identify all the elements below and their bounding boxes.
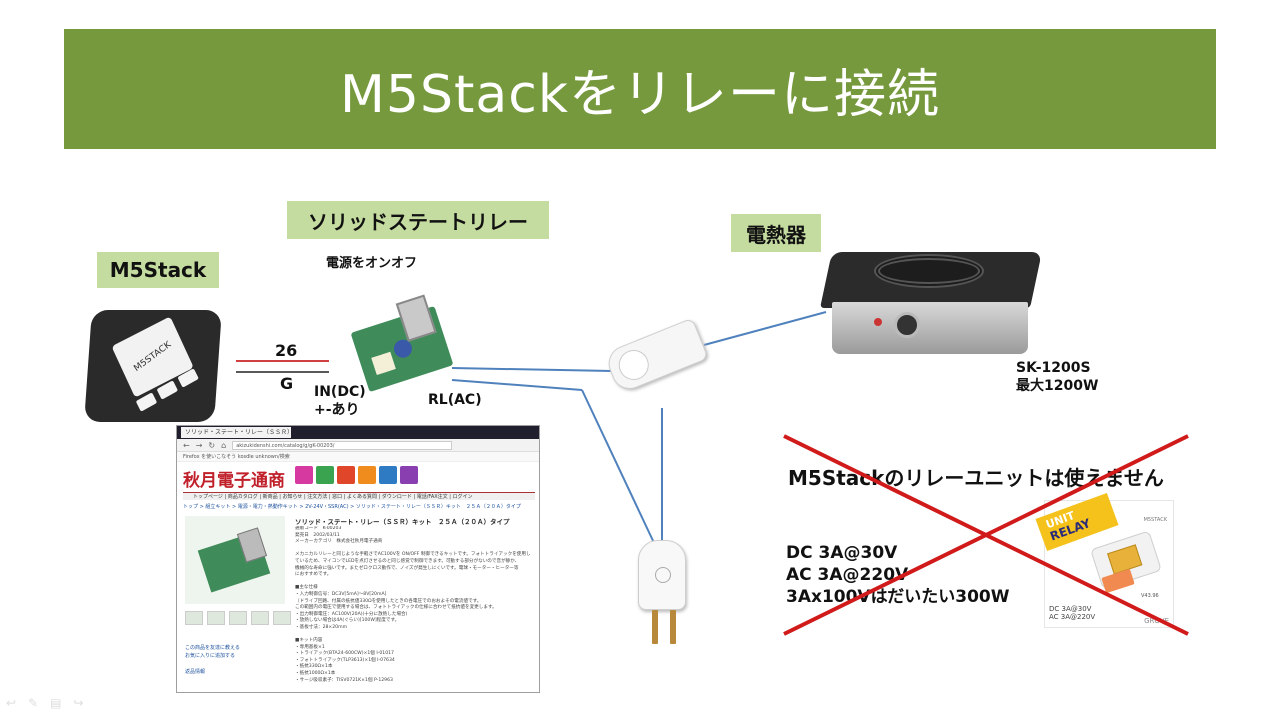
thumbnail[interactable] <box>273 611 291 625</box>
reload-icon[interactable]: ↻ <box>208 440 216 450</box>
ssr-label-text: ソリッドステートリレー <box>308 209 528 234</box>
product-description: 通販コード K-00203 発売日 2002/03/11 メーカーカテゴリ 株式… <box>295 526 531 683</box>
m5stack-label: M5Stack <box>97 252 219 288</box>
forward-arrow-icon[interactable]: → <box>195 440 203 450</box>
browser-nav-bar: ← → ↻ ⌂ akizukidenshi.com/catalog/g/gK-0… <box>177 439 539 452</box>
m5stack-screen-logo: M5STACK <box>132 340 173 374</box>
heater-model: SK-1200S 最大1200W <box>1016 360 1099 394</box>
slides-icon[interactable]: ▤ <box>50 696 62 710</box>
shop-menu[interactable]: トップページ | 商品カタログ | 新商品 | お知らせ | 注文方法 | 窓口… <box>183 492 535 500</box>
browser-bookmarks[interactable]: Firefox を使いこなそう kosdle unknown/検索 <box>177 452 539 462</box>
ssr-note: 電源をオンオフ <box>326 256 418 271</box>
m5stack-device-image: M5STACK <box>84 310 222 422</box>
shop-icon-bar <box>295 466 418 484</box>
thumbnail[interactable] <box>207 611 225 625</box>
relay-unit-version: V43.96 <box>1141 593 1159 599</box>
thumbnail[interactable] <box>185 611 203 625</box>
ssr-chip <box>371 351 396 376</box>
warning-title: M5Stackのリレーユニットは使えません <box>788 466 1164 490</box>
next-icon[interactable]: ↪ <box>73 696 84 710</box>
plug-prong-right <box>670 610 676 644</box>
product-thumbnails <box>185 611 291 625</box>
presentation-toolbar: ↩ ✎ ▤ ↪ <box>6 696 84 710</box>
heater-label-text: 電熱器 <box>746 222 806 247</box>
heater-image <box>820 252 1042 362</box>
m5stack-label-text: M5Stack <box>109 258 207 282</box>
browser-url-field[interactable]: akizukidenshi.com/catalog/g/gK-00203/ <box>232 440 453 450</box>
pin-g-label: G <box>280 374 294 393</box>
plug-prong-left <box>652 610 658 644</box>
product-title: ソリッド・ステート・リレー（ＳＳＲ）キット ２５Ａ（２０Ａ）タイプ <box>295 518 510 526</box>
power-plug-image <box>638 540 686 610</box>
pin-26-label: 26 <box>275 341 298 360</box>
shop-icon-1[interactable] <box>295 466 313 484</box>
product-photo <box>185 516 285 604</box>
shop-icon-2[interactable] <box>316 466 334 484</box>
power-plug-logo <box>655 567 671 583</box>
back-arrow-icon[interactable]: ← <box>183 440 190 450</box>
browser-tab[interactable]: ソリッド・ステート・リレー（ＳＳＲ）... <box>181 427 291 438</box>
pen-icon[interactable]: ✎ <box>28 696 39 710</box>
relay-unit-brand: M5STACK <box>1143 517 1167 523</box>
relay-unit-image: UNIT RELAY M5STACK V43.96 DC 3A@30V AC 3… <box>1035 493 1174 628</box>
browser-tab-bar: ソリッド・ステート・リレー（ＳＳＲ）... <box>177 426 539 439</box>
rl-ac-label: RL(AC) <box>428 392 482 408</box>
relay-unit-spec: DC 3A@30V AC 3A@220V <box>1049 605 1096 621</box>
shop-icon-6[interactable] <box>400 466 418 484</box>
shop-logo[interactable]: 秋月電子通商 <box>183 471 285 491</box>
outlet-socket-face <box>614 345 654 385</box>
shop-page-screenshot: ソリッド・ステート・リレー（ＳＳＲ）... ← → ↻ ⌂ akizukiden… <box>176 425 540 693</box>
relay-unit-grove: GROVE <box>1144 617 1169 625</box>
heater-knob <box>894 312 920 338</box>
warning-specs: DC 3A@30V AC 3A@220V 3Ax100Vはだいたい300W <box>786 543 1010 607</box>
prev-icon[interactable]: ↩ <box>6 696 17 710</box>
heater-led <box>874 318 882 326</box>
in-dc-label: IN(DC) +-あり <box>314 384 366 418</box>
shop-icon-5[interactable] <box>379 466 397 484</box>
shop-breadcrumb[interactable]: トップ > 組立キット > 電源・電力・熱動作キット > 2V-24V・SSR(… <box>183 504 521 510</box>
slide-title: M5Stackをリレーに接続 <box>340 64 940 125</box>
heater-coil <box>874 254 984 288</box>
product-side-links[interactable]: この商品を友達に教える お気に入りに追加する 返品情報 <box>185 645 240 675</box>
wire-socket-heater <box>703 311 827 346</box>
thumbnail[interactable] <box>251 611 269 625</box>
shop-icon-3[interactable] <box>337 466 355 484</box>
wire-relay-socket <box>451 367 613 372</box>
heater-front <box>832 302 1028 354</box>
title-bar: M5Stackをリレーに接続 <box>64 29 1216 149</box>
heater-label: 電熱器 <box>731 214 821 252</box>
ssr-label: ソリッドステートリレー <box>287 201 549 239</box>
shop-icon-4[interactable] <box>358 466 376 484</box>
wire-relay-plug <box>451 379 583 391</box>
home-icon[interactable]: ⌂ <box>221 440 227 450</box>
thumbnail[interactable] <box>229 611 247 625</box>
wire-relay-plug-2 <box>581 389 656 546</box>
relay-unit-band: UNIT RELAY <box>1035 493 1119 551</box>
